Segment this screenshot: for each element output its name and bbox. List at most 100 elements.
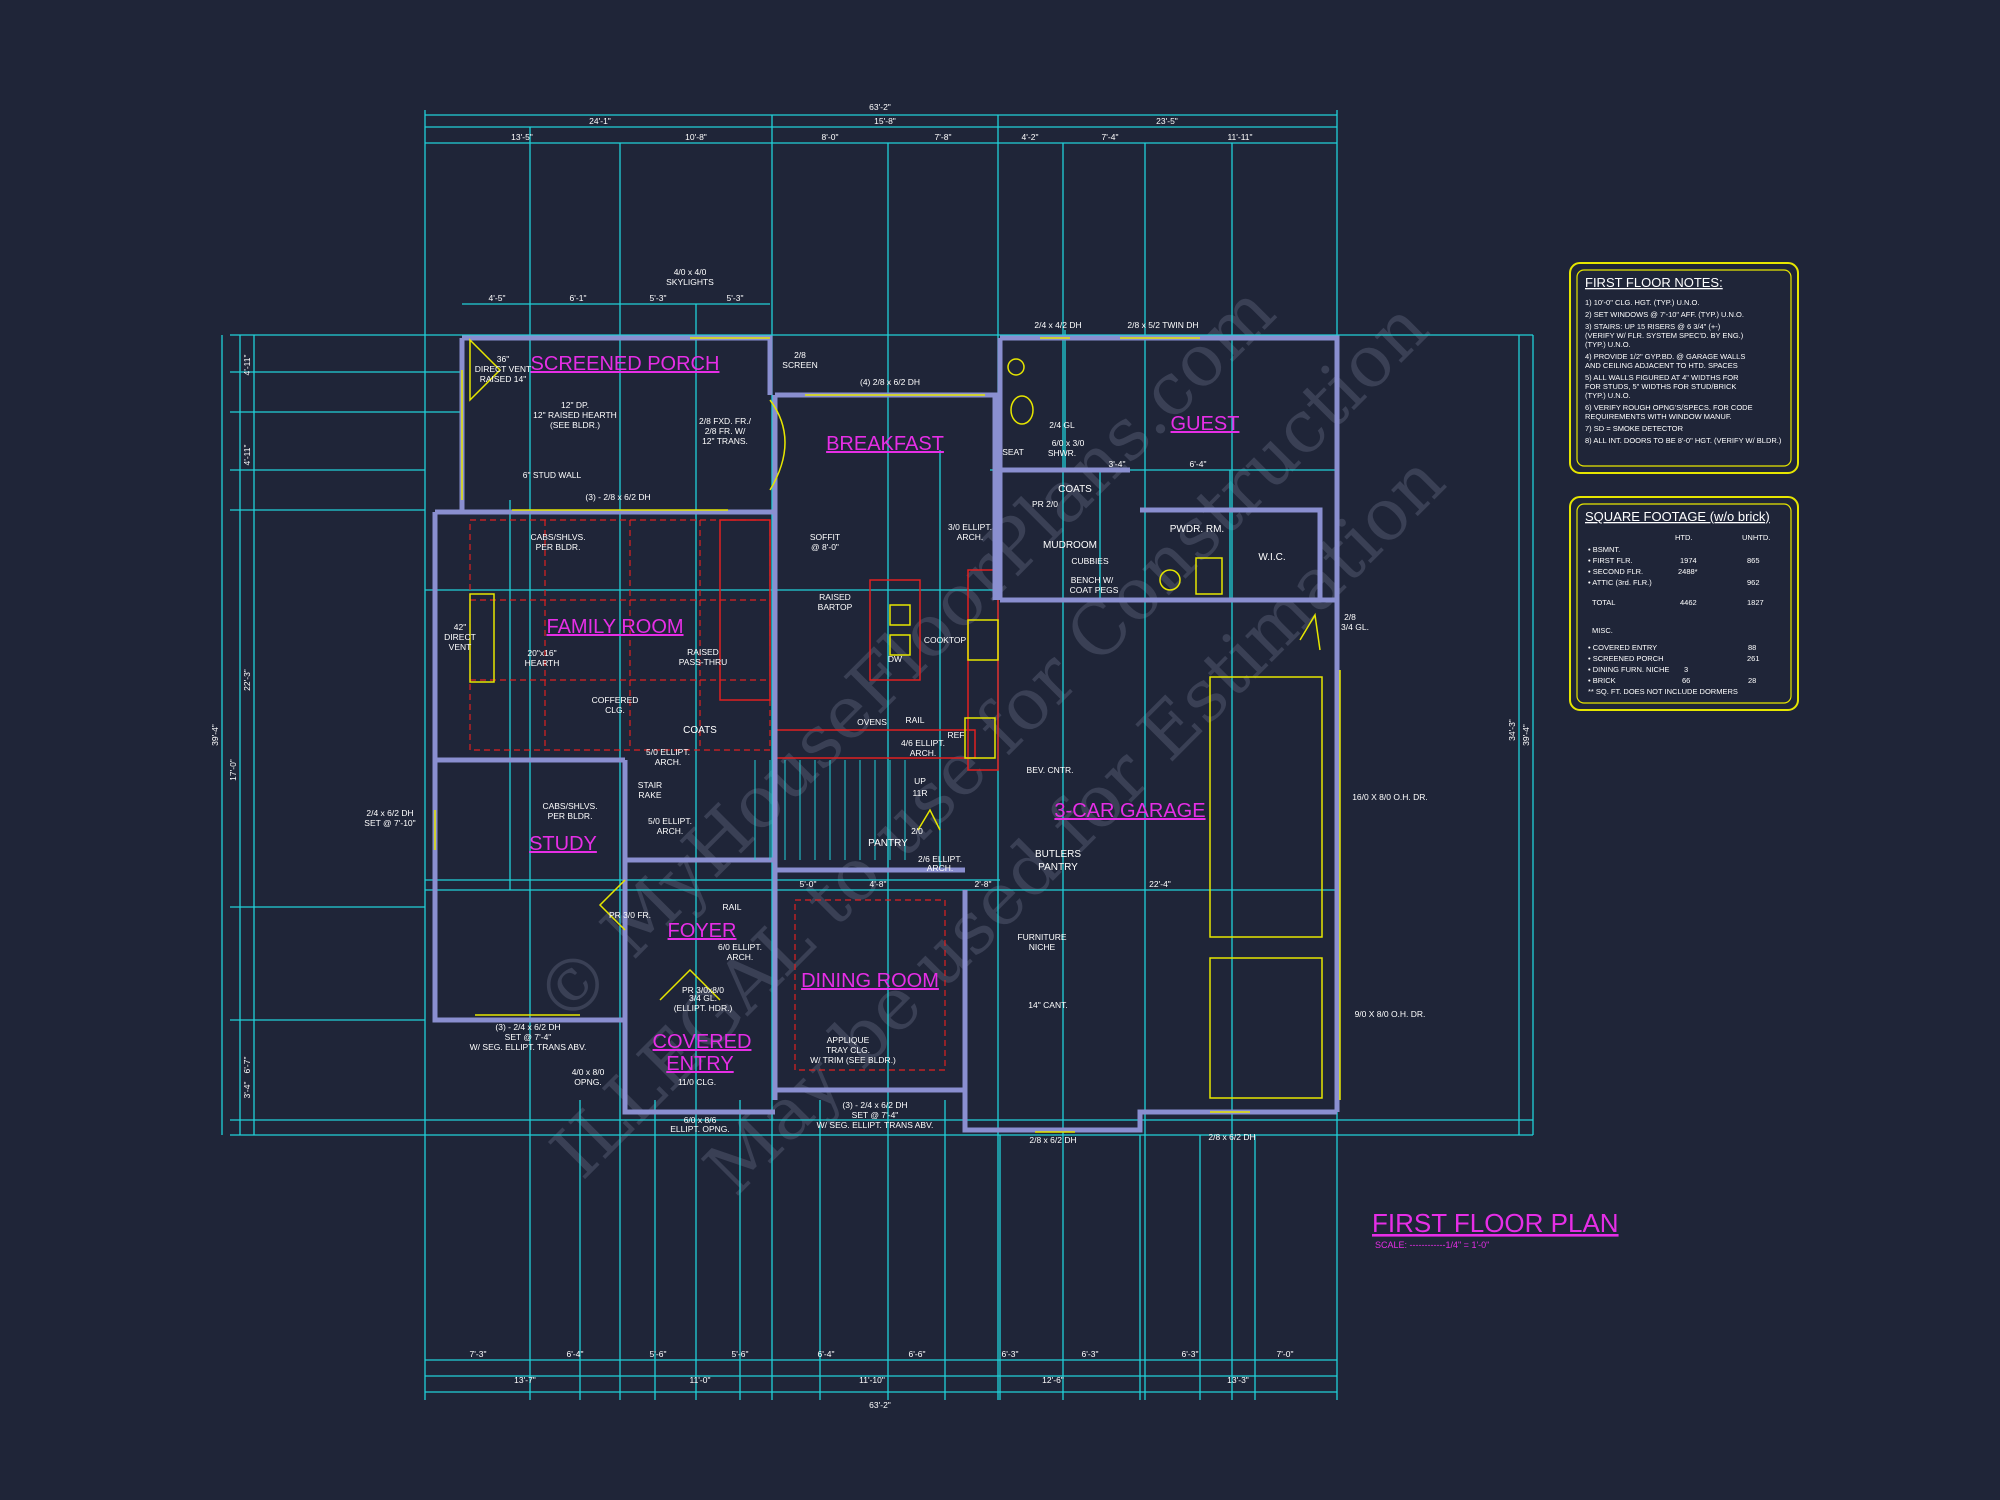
sqft-misc-label: • SCREENED PORCH [1588, 654, 1664, 663]
label-fr-ellipt-1: 5/0 ELLIPT. [646, 747, 690, 757]
dim-bottom-4: 5'-6" [732, 1349, 749, 1359]
dim-bottom-6: 6'-6" [909, 1349, 926, 1359]
sqft-row-unhtd: 1827 [1747, 598, 1764, 607]
sqft-misc-unhtd: 261 [1747, 654, 1760, 663]
label-study-cabs-2: PER BLDR. [548, 811, 593, 821]
label-study-cabs-1: CABS/SHLVS. [542, 801, 597, 811]
dim-inner-2: 6'-4" [1190, 459, 1207, 469]
sqft-misc-htd: 3 [1684, 665, 1688, 674]
room-dining-room: DINING ROOM [801, 970, 939, 992]
dim-top-overall: 63'-2" [869, 102, 891, 112]
dim-top-8: 4'-2" [1022, 132, 1039, 142]
label-bench-1: BENCH W/ [1071, 575, 1114, 585]
sqft-row-htd: 1974 [1680, 556, 1697, 565]
label-rail-foyer: RAIL [723, 902, 742, 912]
label-guest-window-1: 2/4 x 4/2 DH [1034, 320, 1081, 330]
label-bartop-1: RAISED [819, 592, 851, 602]
dim-bottom-11: 13'-7" [514, 1375, 536, 1385]
label-transom-1: 2/8 FXD. FR./ [699, 416, 752, 426]
notes-line: 6) VERIFY ROUGH OPNG'S/SPECS. FOR CODE [1585, 403, 1753, 412]
sqft-misc-title: MISC. [1592, 626, 1613, 635]
label-garage-window-2: 2/8 x 6/2 DH [1208, 1132, 1255, 1142]
plan-title: FIRST FLOOR PLAN [1372, 1208, 1619, 1238]
dim-bottom-2: 6'-4" [567, 1349, 584, 1359]
dim-porch-4: 5'-3" [727, 293, 744, 303]
dim-left-6: 3'-4" [242, 1082, 252, 1099]
dim-inner-3: 22'-4" [1149, 879, 1171, 889]
dim-bottom-9: 6'-3" [1182, 1349, 1199, 1359]
dim-inner-1: 3'-4" [1109, 459, 1126, 469]
label-dv42-3: VENT [449, 642, 472, 652]
label-bench-2: COAT PEGS [1070, 585, 1119, 595]
dim-bottom-13: 11'-10" [859, 1375, 885, 1385]
label-entry-clg: 11/0 CLG. [678, 1077, 716, 1087]
notes-line: AND CEILING ADJACENT TO HTD. SPACES [1585, 361, 1738, 370]
label-pass-thru-2: PASS-THRU [679, 657, 728, 667]
label-pantry-door: 2/0 [911, 826, 923, 836]
label-study-window-1: 2/4 x 6/2 DH [366, 808, 413, 818]
plan-title-block: FIRST FLOOR PLAN SCALE: ------------1/4"… [1372, 1208, 1619, 1250]
label-garage-entry-2: 3/4 GL. [1341, 622, 1369, 632]
sqft-row-unhtd: 962 [1747, 578, 1760, 587]
label-transom-2: 2/8 FR. W/ [705, 426, 746, 436]
dim-porch-2: 6'-1" [570, 293, 587, 303]
sqft-misc-label: • DINING FURN. NICHE [1588, 665, 1669, 674]
sqft-row-htd: 4462 [1680, 598, 1697, 607]
dim-bottom-10: 7'-0" [1277, 1349, 1294, 1359]
label-entry-opng-2: ELLIPT. OPNG. [670, 1124, 730, 1134]
label-cooktop: COOKTOP [924, 635, 967, 645]
label-garage-window-1: 2/8 x 6/2 DH [1029, 1135, 1076, 1145]
label-study-window-2: SET @ 7'-10" [364, 818, 415, 828]
dim-top-5: 10'-8" [685, 132, 707, 142]
sqft-col-htd: HTD. [1675, 533, 1693, 542]
label-garage-door-1: 16/0 X 8/0 O.H. DR. [1352, 792, 1428, 802]
notes-line: 2) SET WINDOWS @ 7'-10" AFF. (TYP.) U.N.… [1585, 310, 1744, 319]
dim-left-4: 4'-11" [242, 444, 252, 465]
room-guest: GUEST [1171, 413, 1240, 435]
dim-left-1: 22'-3" [242, 669, 252, 691]
label-porch-windows: (3) - 2/8 x 6/2 DH [585, 492, 650, 502]
notes-title: FIRST FLOOR NOTES: [1585, 275, 1723, 290]
dim-bottom-8: 6'-3" [1082, 1349, 1099, 1359]
notes-line: (VERIFY W/ FLR. SYSTEM SPEC'D. BY ENG.) [1585, 331, 1744, 340]
label-foyer-arch-1: 6/0 ELLIPT. [718, 942, 762, 952]
label-glass: 2/4 GL [1049, 420, 1075, 430]
label-mudroom: MUDROOM [1043, 540, 1097, 551]
notes-line: 3) STAIRS: UP 15 RISERS @ 6 3/4" (+-) [1585, 322, 1721, 331]
dim-top-9: 7'-4" [1102, 132, 1119, 142]
label-hearth-3: (SEE BLDR.) [550, 420, 600, 430]
label-front-door-3: (ELLIPT. HDR.) [674, 1003, 733, 1013]
label-shower-2: SHWR. [1048, 448, 1076, 458]
label-stair-rake-1: STAIR [638, 780, 662, 790]
notes-line: REQUIREMENTS WITH WINDOW MANUF. [1585, 412, 1732, 421]
dim-top-3: 23'-5" [1156, 116, 1178, 126]
label-dv36-1: 36" [497, 354, 509, 364]
dim-top-4: 13'-5" [511, 132, 533, 142]
label-transom-3: 12" TRANS. [702, 436, 748, 446]
fixtures [434, 337, 1341, 1133]
label-dining-window-1: (3) - 2/4 x 6/2 DH [842, 1100, 907, 1110]
label-butlers-1: BUTLERS [1035, 849, 1081, 860]
sqft-misc-label: ** SQ. FT. DOES NOT INCLUDE DORMERS [1588, 687, 1738, 696]
label-butler-arch-1: 2/6 ELLIPT. [918, 854, 962, 864]
label-cubbies: CUBBIES [1071, 556, 1109, 566]
label-dv42-1: 42" [454, 622, 466, 632]
dim-inner-5: 4'-8" [870, 879, 887, 889]
dim-bottom-14: 12'-6" [1042, 1375, 1064, 1385]
notes-line: 7) SD = SMOKE DETECTOR [1585, 424, 1684, 433]
label-coats-top: COATS [1058, 484, 1092, 495]
label-cant: 14" CANT. [1028, 1000, 1067, 1010]
label-bev-cntr: BEV. CNTR. [1027, 765, 1074, 775]
label-fr-ellipt-2: ARCH. [655, 757, 681, 767]
label-dining-tray-3: W/ TRIM (SEE BLDR.) [810, 1055, 896, 1065]
label-wic: W.I.C. [1258, 552, 1285, 563]
label-fr-hearth-2: HEARTH [525, 658, 560, 668]
label-foyer-arch-2: ARCH. [727, 952, 753, 962]
label-ovens: OVENS [857, 717, 887, 727]
label-opng-2: OPNG. [574, 1077, 601, 1087]
label-skylights-1: 4/0 x 4/0 [674, 267, 707, 277]
label-front-door-2: 3/4 GL. [689, 993, 717, 1003]
label-up-1: UP [914, 776, 926, 786]
staircase [754, 760, 906, 860]
